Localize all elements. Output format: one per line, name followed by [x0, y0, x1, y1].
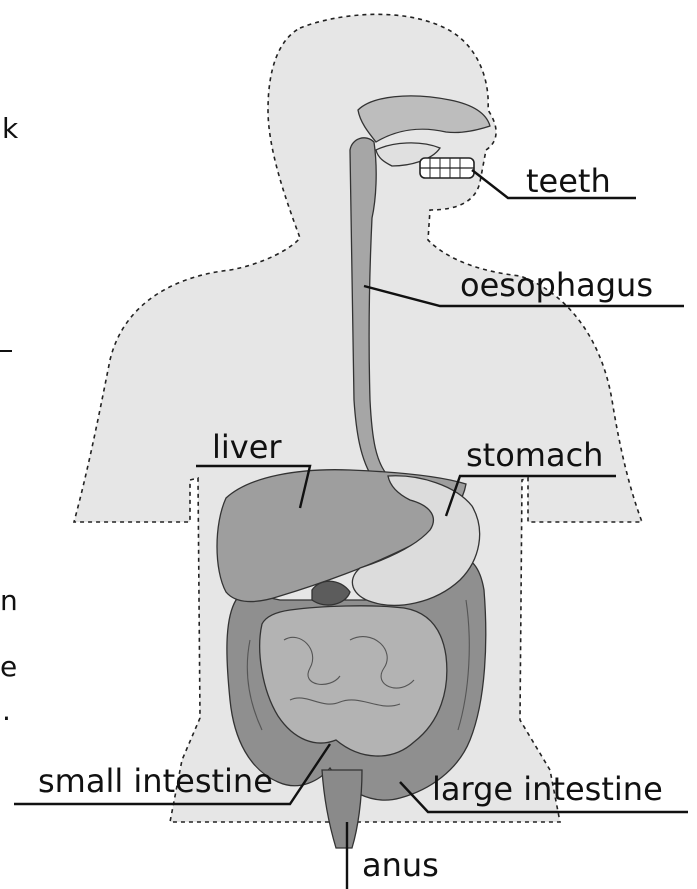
edge-fragment-middle: n	[0, 584, 18, 617]
small-intestine-label: small intestine	[38, 762, 273, 800]
stomach-label: stomach	[466, 436, 603, 474]
liver-label: liver	[212, 428, 282, 466]
edge-fragment-dot: .	[2, 694, 11, 727]
large-intestine-label: large intestine	[432, 770, 663, 808]
anus-label: anus	[362, 846, 439, 884]
teeth-label: teeth	[526, 162, 611, 200]
edge-fragment-lower: e	[0, 650, 17, 683]
teeth-illustration	[420, 158, 474, 178]
oesophagus-label: oesophagus	[460, 266, 653, 304]
rectum	[322, 770, 362, 848]
edge-fragment-top: k	[2, 112, 19, 145]
